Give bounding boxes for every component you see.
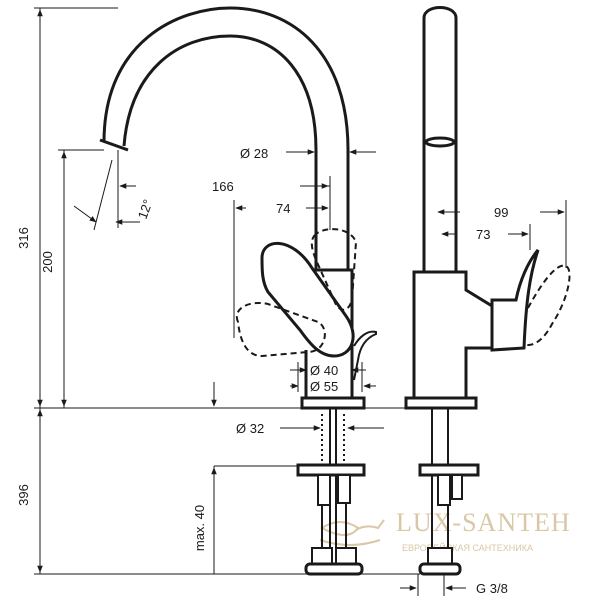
side-spout xyxy=(422,6,458,272)
dim-side-reach: 99 xyxy=(494,205,508,220)
dim-hole-d32: Ø 32 xyxy=(236,421,264,436)
dimension-labels: 316 200 396 max. 40 Ø 28 166 74 12° 99 7… xyxy=(16,146,508,596)
dimension-lines xyxy=(34,7,567,596)
spout-tip xyxy=(99,138,129,152)
lever-handle xyxy=(260,242,355,358)
dim-spout-diameter: Ø 28 xyxy=(240,146,268,161)
side-base-plate xyxy=(404,396,478,410)
dim-thread: G 3/8 xyxy=(476,581,508,596)
dim-below-deck: 396 xyxy=(16,484,31,506)
side-lever-ghost xyxy=(523,264,571,346)
dim-spout-angle: 12° xyxy=(135,197,156,221)
spout xyxy=(102,6,350,270)
dim-side-lever: 73 xyxy=(476,227,490,242)
dim-spout-height: 200 xyxy=(40,251,55,273)
side-view xyxy=(404,6,571,576)
dim-body-d40: Ø 40 xyxy=(310,363,338,378)
dim-body-d55: Ø 55 xyxy=(310,379,338,394)
dim-total-height: 316 xyxy=(16,227,31,249)
watermark-brand: LUX-SANTEH xyxy=(396,508,571,537)
base-plate xyxy=(300,396,366,410)
dim-spout-reach: 166 xyxy=(212,179,234,194)
dim-lever-offset: 74 xyxy=(276,201,290,216)
watermark-tagline: ЕВРОПЕЙСКАЯ САНТЕХНИКА xyxy=(402,542,533,553)
side-body xyxy=(412,270,494,402)
drain-rod xyxy=(353,330,377,381)
side-mounting-shank xyxy=(418,408,480,576)
lever-ghost-right xyxy=(310,228,358,311)
lever-ghost-left xyxy=(235,302,326,358)
side-spout-outlet xyxy=(424,136,456,148)
mounting-shank xyxy=(296,408,366,576)
side-lever xyxy=(490,249,540,352)
front-view xyxy=(99,6,377,576)
dim-max-thickness: max. 40 xyxy=(192,505,207,551)
watermark: LUX-SANTEH ЕВРОПЕЙСКАЯ САНТЕХНИКА xyxy=(319,508,571,553)
